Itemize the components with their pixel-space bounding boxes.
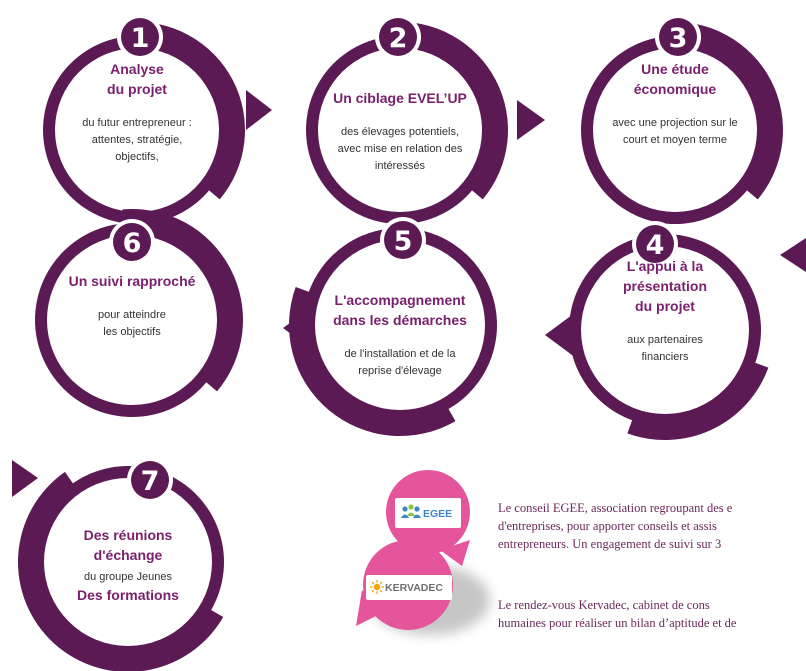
step-title-line: Des réunions [84, 527, 173, 543]
egee-note-line: d'entreprises, pour apporter conseils et… [498, 519, 717, 533]
step-title-line: économique [634, 81, 717, 97]
step-desc-line: aux partenaires [627, 334, 703, 346]
step-title-line: dans les démarches [333, 312, 467, 328]
step-title-line: Analyse [110, 61, 164, 77]
step-number: 5 [394, 226, 413, 257]
step-number: 1 [131, 23, 150, 54]
arrow-right-1-2 [246, 90, 272, 130]
step-4: 4L'appui à la présentation du projet aux pa… [569, 221, 769, 440]
egee-note-line: entrepreneurs. Un engagement de suivi su… [498, 537, 721, 551]
arrow-right-7 [12, 460, 38, 497]
kervadec-logo-text: KERVADEC [385, 582, 443, 594]
kervadec-bubble-tail [356, 590, 384, 626]
step-inner-disc [47, 235, 217, 405]
step-6: 6 Un suivi rapproché pour atteindre les obj… [35, 209, 244, 417]
step-number-badge [659, 18, 697, 56]
step-inner-disc [315, 240, 485, 410]
step-inner-disc [318, 48, 482, 212]
arrow-left-edge [780, 238, 806, 272]
step-title-line: Une étude [641, 61, 709, 77]
step-number-badge [636, 225, 674, 263]
step-number: 6 [123, 228, 142, 259]
step-desc-line: pour atteindre [98, 309, 166, 321]
kervadec-logo [366, 575, 452, 600]
step-desc-line: les objectifs [103, 326, 161, 338]
egee-logo-text: EGEE [423, 508, 452, 520]
step-number: 3 [669, 23, 688, 54]
partner-bubbles: EGEE KERVADEC [356, 470, 490, 635]
step-desc-line: du futur entrepreneur : [82, 117, 191, 129]
step-title-line: Un suivi rapproché [69, 273, 196, 289]
step-title-line: présentation [623, 278, 707, 294]
step-inner-disc [44, 478, 212, 646]
step-title-line: Un ciblage EVEL’UP [333, 90, 467, 106]
step-desc-line: avec une projection sur le [612, 117, 737, 129]
step-title-line: L'appui à la [627, 258, 704, 274]
step-number: 4 [646, 230, 665, 261]
step-inner-disc [55, 48, 219, 212]
step-number-badge [384, 221, 422, 259]
step-title-line: du projet [635, 298, 695, 314]
step-inner-disc [593, 48, 757, 212]
step-desc-line: court et moyen terme [623, 134, 727, 146]
kervadec-note-line: Le rendez-vous Kervadec, cabinet de cons [498, 598, 710, 612]
step-desc-line: objectifs, [115, 151, 158, 163]
step-desc-line: intéressés [375, 160, 426, 172]
step-title-line: Des formations [77, 587, 179, 603]
egee-note: Le conseil EGEE, association regroupant … [498, 501, 733, 551]
step-number: 7 [141, 466, 160, 497]
step-desc-line: financiers [641, 351, 689, 363]
step-title-line: L'accompagnement [335, 292, 466, 308]
step-number-badge [131, 461, 169, 499]
kervadec-note-line: humaines pour réaliser un bilan d’aptitu… [498, 616, 737, 630]
step-desc-line: des élevages potentiels, [341, 126, 459, 138]
egee-people-icon [401, 504, 421, 518]
step-title-line: du projet [107, 81, 167, 97]
step-number-badge [121, 18, 159, 56]
step-number: 2 [389, 23, 408, 54]
kervadec-note: Le rendez-vous Kervadec, cabinet de cons… [498, 598, 737, 630]
step-desc-line: du groupe Jeunes [84, 571, 173, 583]
egee-bubble-tail [440, 540, 470, 566]
step-number-badge [379, 18, 417, 56]
step-desc-line: avec mise en relation des [338, 143, 463, 155]
arrow-left-4-5 [545, 312, 576, 358]
step-desc-line: attentes, stratégie, [92, 134, 183, 146]
step-desc-line: de l'installation et de la [345, 348, 457, 360]
step-title-line: d'échange [94, 547, 163, 563]
step-number-badge [113, 223, 151, 261]
step-inner-disc [581, 246, 749, 414]
step-2: 2 Un ciblage EVEL’UP des élevages potentie… [306, 14, 508, 224]
step-5: 5L'accompagnement dans les démarches de l'… [289, 217, 497, 436]
egee-note-line: Le conseil EGEE, association regroupant … [498, 501, 733, 515]
step-desc-line: reprise d'élevage [358, 365, 441, 377]
arrow-right-2-3 [517, 100, 545, 140]
kervadec-sun-icon [370, 580, 384, 594]
